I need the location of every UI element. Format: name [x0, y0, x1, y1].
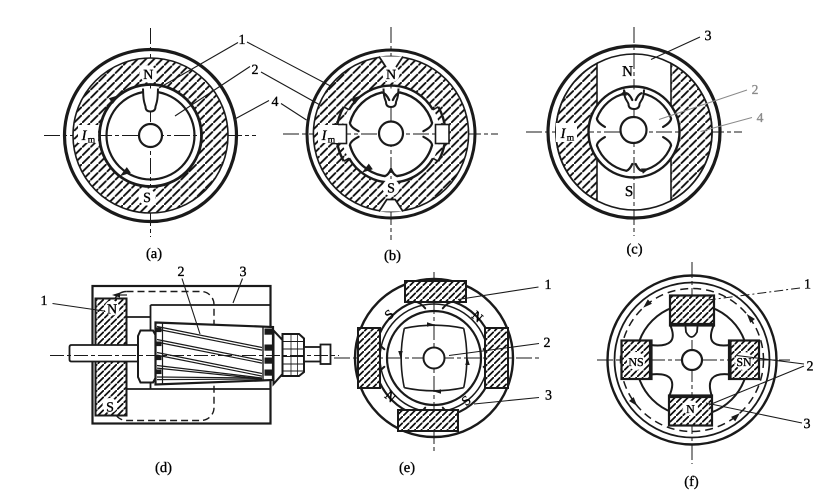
svg-text:1: 1 — [804, 278, 811, 293]
svg-text:N: N — [622, 64, 633, 80]
svg-text:1: 1 — [545, 278, 552, 293]
svg-text:(d): (d) — [155, 460, 172, 476]
svg-text:N: N — [386, 68, 396, 83]
svg-text:SN: SN — [736, 355, 752, 369]
svg-text:(c): (c) — [626, 242, 642, 258]
svg-text:4: 4 — [757, 110, 764, 125]
svg-text:2: 2 — [544, 336, 551, 351]
svg-text:I: I — [321, 128, 328, 144]
svg-text:m: m — [328, 136, 336, 146]
svg-text:S: S — [106, 401, 114, 416]
svg-text:(b): (b) — [384, 248, 401, 264]
svg-text:m: m — [88, 136, 96, 146]
svg-text:N: N — [107, 303, 117, 318]
svg-text:2: 2 — [807, 360, 814, 375]
svg-text:m: m — [567, 134, 575, 144]
svg-text:2: 2 — [252, 63, 259, 78]
svg-text:2: 2 — [178, 265, 185, 280]
svg-text:4: 4 — [272, 95, 279, 110]
svg-text:(a): (a) — [146, 246, 162, 262]
svg-text:1: 1 — [41, 294, 48, 309]
svg-text:N: N — [143, 68, 153, 83]
svg-text:3: 3 — [804, 417, 811, 432]
svg-text:S: S — [387, 182, 395, 197]
svg-text:2: 2 — [752, 82, 759, 97]
svg-text:I: I — [560, 126, 567, 142]
svg-text:S: S — [143, 191, 151, 206]
svg-text:3: 3 — [240, 265, 247, 280]
svg-text:3: 3 — [545, 389, 552, 404]
svg-text:(f): (f) — [684, 474, 699, 490]
svg-text:NS: NS — [628, 355, 643, 369]
svg-text:I: I — [81, 128, 88, 144]
svg-text:N: N — [686, 402, 695, 416]
svg-text:1: 1 — [239, 33, 246, 48]
svg-text:(e): (e) — [399, 460, 415, 476]
svg-text:S: S — [625, 184, 633, 200]
svg-text:3: 3 — [705, 29, 712, 44]
